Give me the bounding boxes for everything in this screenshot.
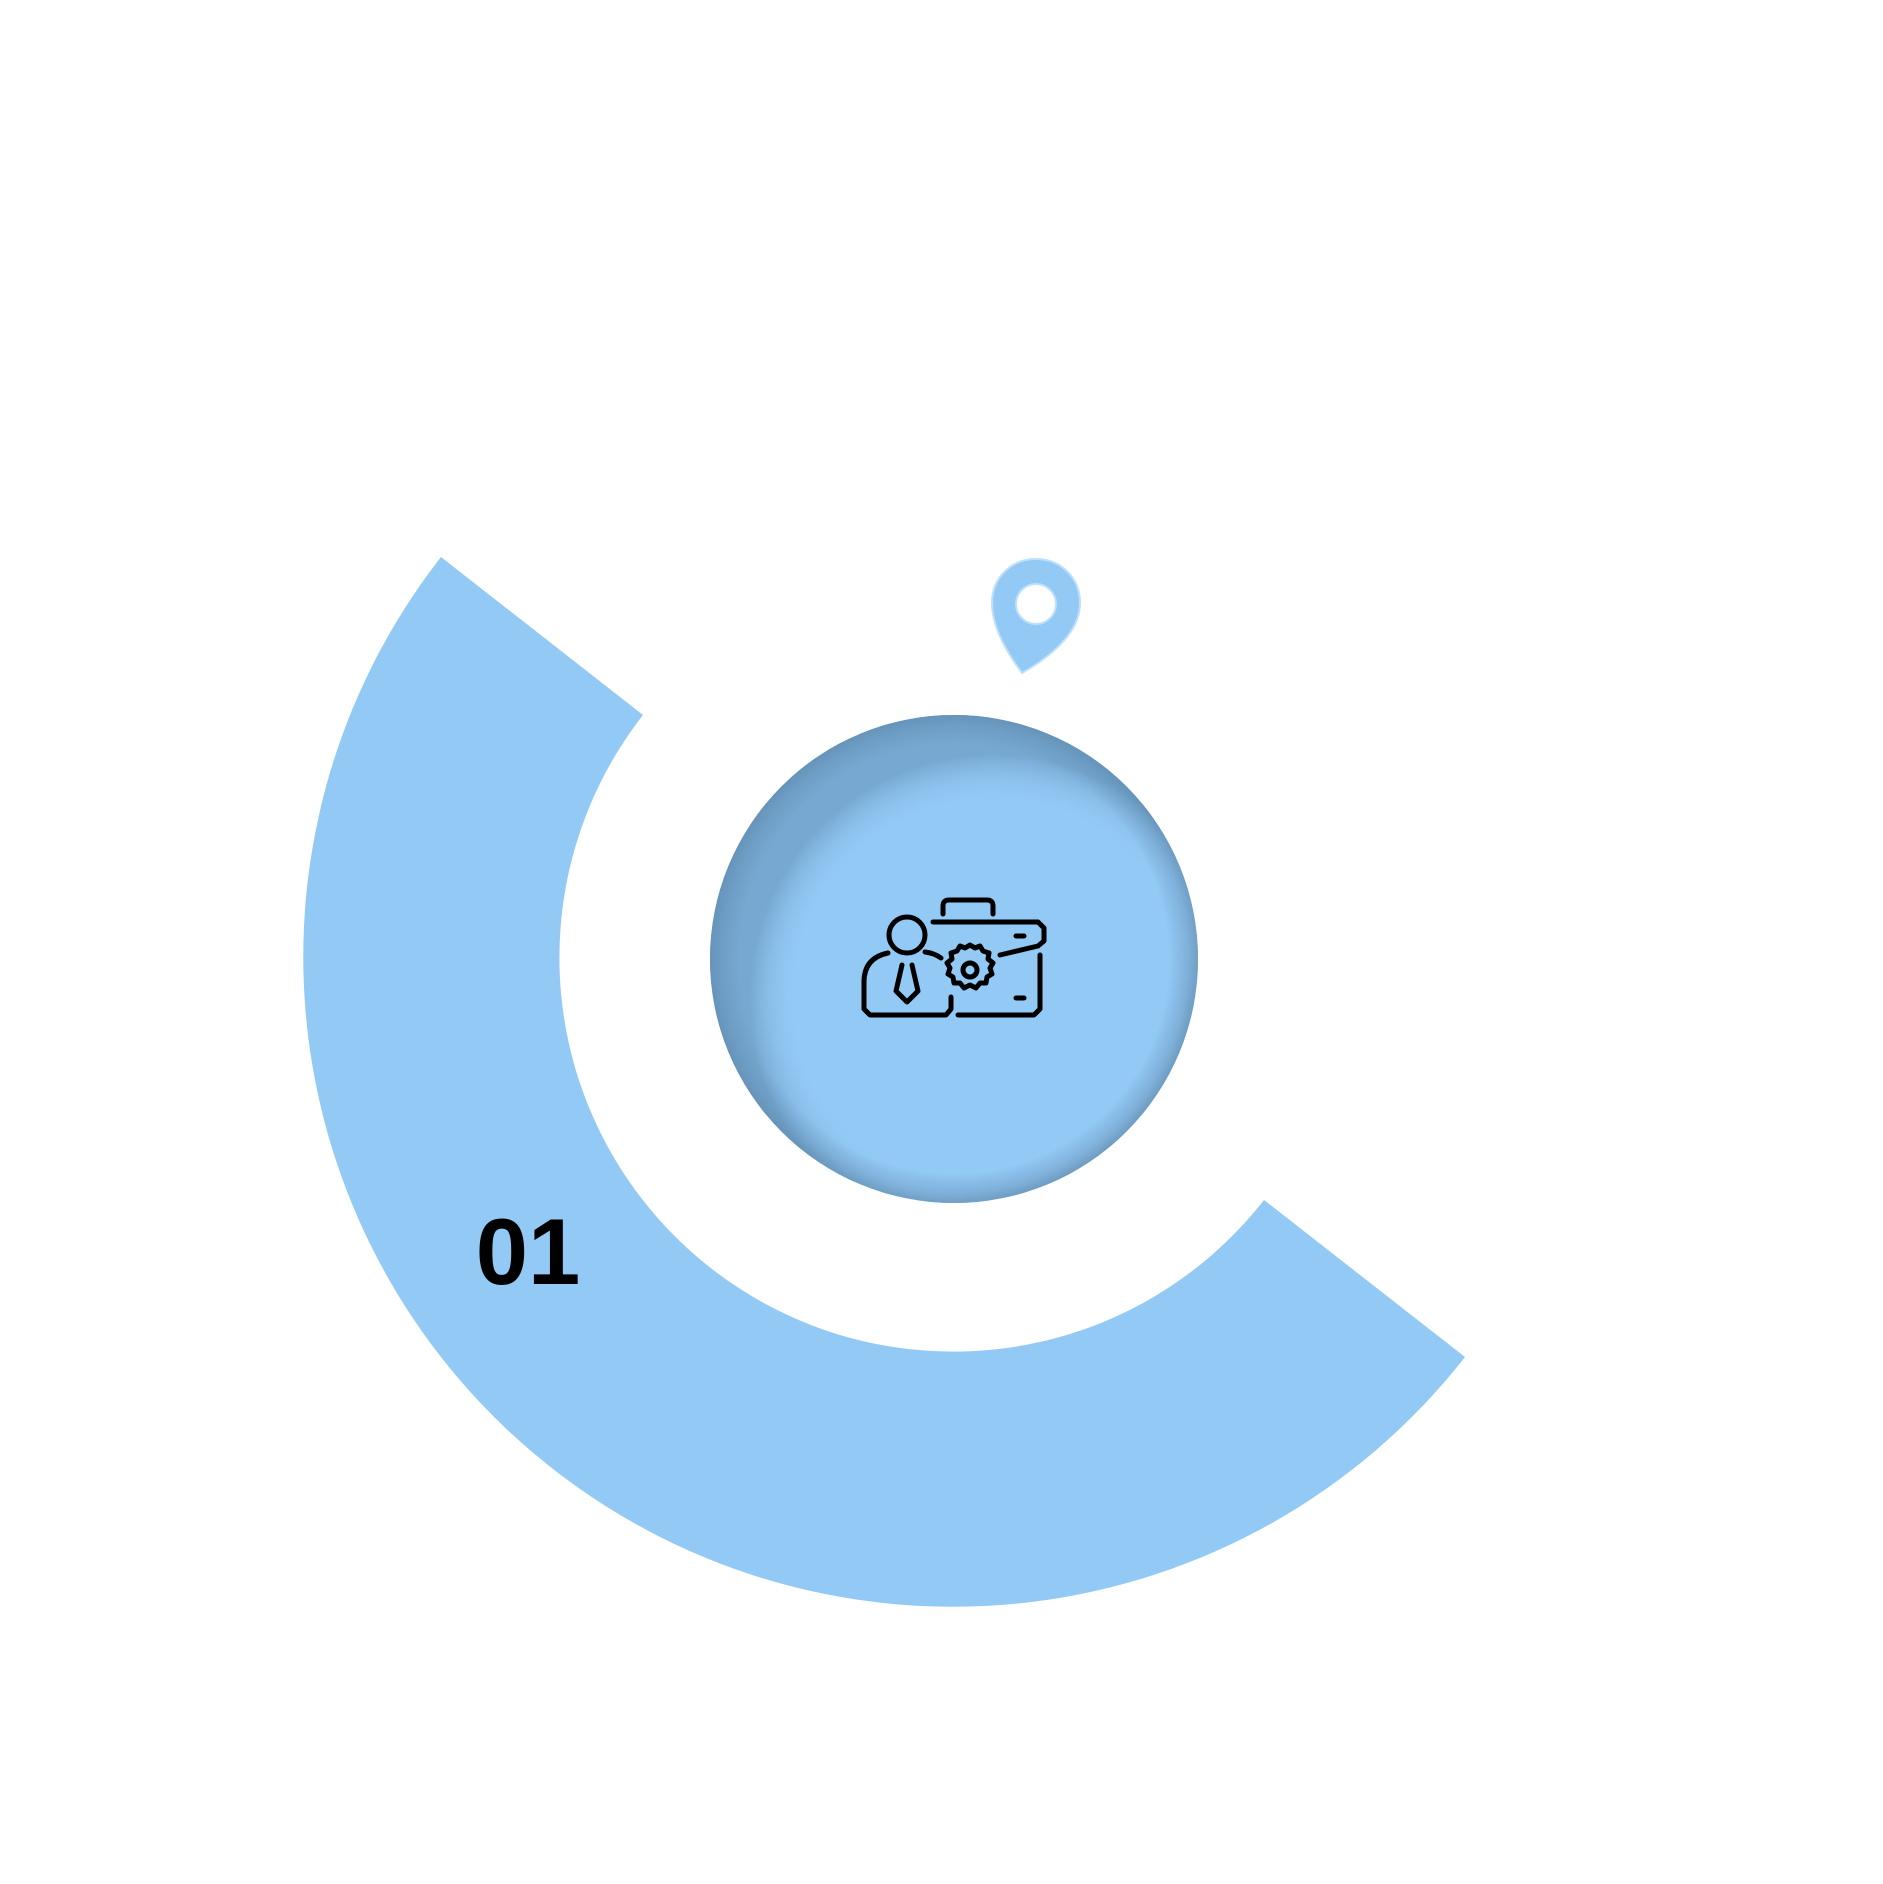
location-pin-icon [990,557,1082,675]
step-number: 01 [476,1199,581,1304]
ring-segment [303,557,1466,1607]
business-person-briefcase-gear-icon [861,897,1047,1018]
